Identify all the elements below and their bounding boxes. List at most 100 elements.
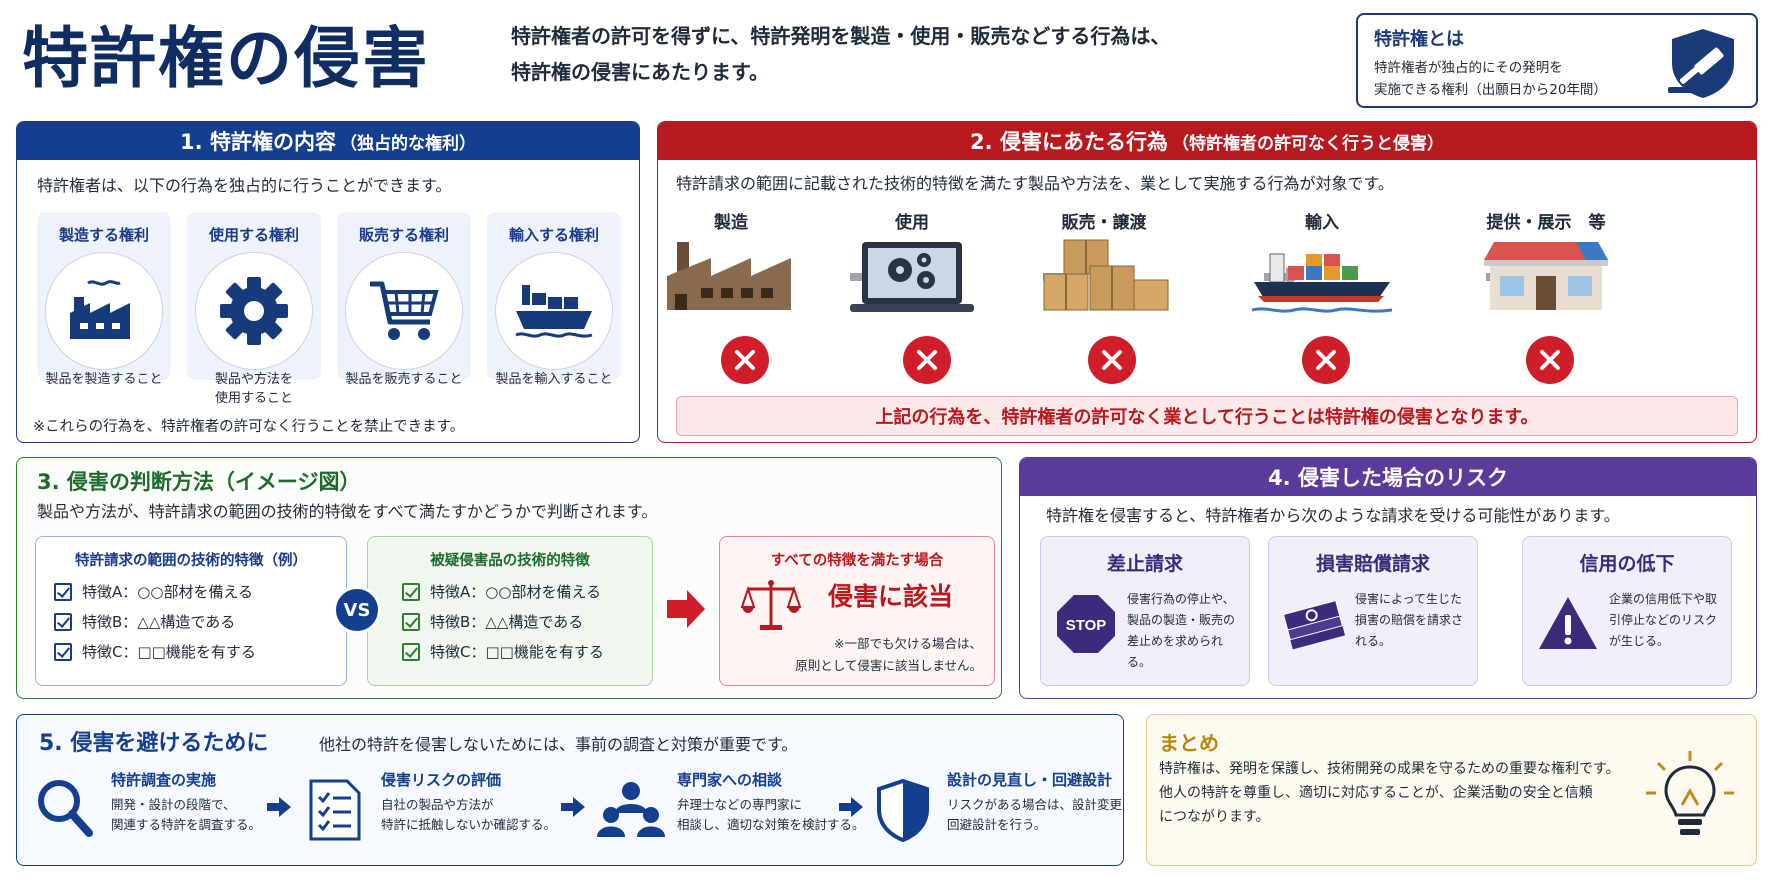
summary-line-3: につながります。 bbox=[1159, 809, 1270, 825]
right-card-use: 使用する権利 bbox=[187, 212, 321, 380]
risk-card-injunction: 差止請求 STOP 侵害行為の停止や、製品の製造・販売の差止めを求められる。 bbox=[1040, 536, 1250, 686]
section-rights: 1. 特許権の内容 （独占的な権利） 特許権者は、以下の行為を独占的に行うことが… bbox=[16, 121, 640, 443]
result-note-line-1: ※一部でも欠ける場合は、 bbox=[834, 636, 982, 651]
result-box: すべての特徴を満たす場合 侵害に該当 ※一部でも欠ける場合は、 原則として侵害に… bbox=[719, 536, 995, 686]
section-avoidance-subtitle: 他社の特許を侵害しないためには、事前の調査と対策が重要です。 bbox=[319, 735, 798, 754]
risk-text: 侵害によって生じた損害の賠償を請求される。 bbox=[1355, 592, 1464, 648]
step-title: 設計の見直し・回避設計 bbox=[947, 771, 1113, 789]
feature-text: 特徴A：○○部材を備える bbox=[430, 583, 601, 601]
act-label: 販売・譲渡 bbox=[1061, 213, 1147, 233]
arrow-right-icon bbox=[561, 797, 585, 817]
section-avoidance-title: 5. 侵害を避けるために bbox=[39, 731, 269, 756]
checkbox-icon bbox=[54, 642, 72, 661]
right-card-import: 輸入する権利 bbox=[487, 212, 621, 380]
scale-icon bbox=[740, 580, 802, 630]
product-features-box: 被疑侵害品の技術的特徴 特徴A：○○部材を備える 特徴B：△△構造である 特徴C… bbox=[367, 536, 653, 686]
cargo-ship-icon bbox=[1252, 253, 1392, 313]
section-acts-header: 2. 侵害にあたる行為 （特許権者の許可なく行うと侵害） bbox=[658, 122, 1756, 160]
right-icon-circle bbox=[195, 252, 313, 370]
section-acts-title: 2. 侵害にあたる行為 bbox=[970, 130, 1168, 154]
warning-triangle-icon bbox=[1539, 597, 1597, 649]
boxes-icon bbox=[1043, 239, 1169, 311]
right-title: 使用する権利 bbox=[208, 226, 299, 244]
feature-item: 特徴A：○○部材を備える bbox=[54, 581, 253, 602]
stop-sign-icon: STOP bbox=[1057, 595, 1115, 653]
prohibited-x-icon bbox=[1302, 336, 1350, 384]
lead-line-2: 特許権の侵害にあたります。 bbox=[511, 60, 769, 84]
feature-text: 特徴B：△△構造である bbox=[82, 613, 236, 631]
step-text: 開発・設計の段階で、 関連する特許を調査する。 bbox=[111, 795, 261, 835]
step-text: リスクがある場合は、設計変更や 回避設計を行う。 bbox=[947, 795, 1124, 835]
feature-item: 特徴B：△△構造である bbox=[402, 611, 583, 632]
right-caption: 製品を製造すること bbox=[45, 372, 163, 387]
experts-icon bbox=[597, 782, 665, 837]
feature-item: 特徴A：○○部材を備える bbox=[402, 581, 601, 602]
right-caption: 製品を輸入すること bbox=[495, 372, 613, 387]
arrow-right-icon bbox=[267, 797, 291, 817]
act-label: 製造 bbox=[714, 213, 748, 233]
checkbox-icon bbox=[402, 642, 420, 661]
step-text-line-2: 相談し、適切な対策を検討する。 bbox=[677, 817, 865, 832]
risk-text: 企業の信用低下や取引停止などのリスクが生じる。 bbox=[1609, 592, 1718, 648]
definition-line-1: 特許権者が独占的にその発明を bbox=[1374, 60, 1563, 76]
right-title: 販売する権利 bbox=[358, 226, 449, 244]
shield-icon bbox=[877, 778, 929, 843]
right-caption: 製品を販売すること bbox=[345, 372, 463, 387]
step-text-line-1: 自社の製品や方法が bbox=[381, 797, 494, 812]
right-icon-circle bbox=[495, 252, 613, 370]
summary-title: まとめ bbox=[1159, 731, 1219, 755]
risk-card-reputation: 信用の低下 企業の信用低下や取引停止などのリスクが生じる。 bbox=[1522, 536, 1732, 686]
risk-text: 侵害行為の停止や、製品の製造・販売の差止めを求められる。 bbox=[1127, 592, 1236, 669]
section-rights-header: 1. 特許権の内容 （独占的な権利） bbox=[17, 122, 639, 160]
checkbox-icon bbox=[54, 582, 72, 601]
stop-text: STOP bbox=[1066, 617, 1107, 634]
claim-features-box: 特許請求の範囲の技術的特徴（例） 特徴A：○○部材を備える 特徴B：△△構造であ… bbox=[35, 536, 347, 686]
definition-text: 特許権者が独占的にその発明を 実施できる権利（出願日から20年間） bbox=[1374, 57, 1664, 101]
section-avoidance: 5. 侵害を避けるために 他社の特許を侵害しないためには、事前の調査と対策が重要… bbox=[16, 714, 1124, 866]
lightbulb-icon bbox=[1646, 751, 1734, 835]
step-text-line-2: 関連する特許を調査する。 bbox=[111, 817, 262, 832]
feature-item: 特徴B：△△構造である bbox=[54, 611, 235, 632]
summary-line-1: 特許権は、発明を保護し、技術開発の成果を守るための重要な権利です。 bbox=[1159, 761, 1620, 777]
feature-text: 特徴C：□□機能を有する bbox=[82, 643, 256, 661]
step-title: 侵害リスクの評価 bbox=[381, 771, 502, 789]
checkbox-icon bbox=[402, 582, 420, 601]
section-acts-subtitle: （特許権者の許可なく行うと侵害） bbox=[1171, 133, 1444, 154]
prohibited-x-icon bbox=[1526, 336, 1574, 384]
risk-title: 損害賠償請求 bbox=[1315, 553, 1430, 575]
lead-text: 特許権者の許可を得ずに、特許発明を製造・使用・販売などする行為は、 特許権の侵害… bbox=[511, 18, 1341, 90]
vs-badge: VS bbox=[333, 586, 381, 634]
step-text: 自社の製品や方法が 特許に抵触しないか確認する。 bbox=[381, 795, 556, 835]
result-note: ※一部でも欠ける場合は、 原則として侵害に該当しません。 bbox=[742, 633, 982, 677]
step-text-line-1: リスクがある場合は、設計変更や bbox=[947, 797, 1124, 812]
step-title: 特許調査の実施 bbox=[111, 771, 217, 789]
step-text-line-2: 回避設計を行う。 bbox=[947, 817, 1047, 832]
step-text-line-2: 特許に抵触しないか確認する。 bbox=[381, 817, 557, 832]
arrow-right-icon bbox=[667, 590, 705, 628]
feature-text: 特徴B：△△構造である bbox=[430, 613, 584, 631]
risk-title: 差止請求 bbox=[1106, 553, 1183, 575]
claim-features-title: 特許請求の範囲の技術的特徴（例） bbox=[75, 553, 307, 569]
factory-icon bbox=[667, 242, 791, 310]
right-card-sell: 販売する権利 bbox=[337, 212, 471, 380]
gear-icon bbox=[220, 277, 288, 345]
feature-text: 特徴A：○○部材を備える bbox=[82, 583, 253, 601]
prohibited-x-icon bbox=[721, 336, 769, 384]
feature-item: 特徴C：□□機能を有する bbox=[54, 641, 256, 662]
result-title: すべての特徴を満たす場合 bbox=[770, 553, 944, 569]
factory-icon bbox=[70, 280, 130, 339]
checkbox-icon bbox=[54, 612, 72, 631]
risk-card-damages: 損害賠償請求 侵害によって生じた損害の賠償を請求される。 bbox=[1268, 536, 1478, 686]
definition-line-2: 実施できる権利（出願日から20年間） bbox=[1374, 82, 1607, 98]
checklist-icon bbox=[309, 779, 361, 841]
shield-gavel-icon bbox=[1668, 29, 1734, 98]
cart-icon bbox=[370, 281, 439, 340]
right-card-manufacture: 製造する権利 bbox=[37, 212, 171, 380]
act-label: 輸入 bbox=[1305, 213, 1339, 233]
section-risks-header: 4. 侵害した場合のリスク bbox=[1020, 458, 1756, 496]
section-rights-intro: 特許権者は、以下の行為を独占的に行うことができます。 bbox=[37, 176, 452, 195]
result-note-line-2: 原則として侵害に該当しません。 bbox=[795, 658, 982, 673]
summary-line-2: 他人の特許を尊重し、適切に対応することが、企業活動の安全と信頼 bbox=[1159, 785, 1593, 801]
checkbox-icon bbox=[402, 612, 420, 631]
act-label: 提供・展示 等 bbox=[1486, 213, 1606, 233]
